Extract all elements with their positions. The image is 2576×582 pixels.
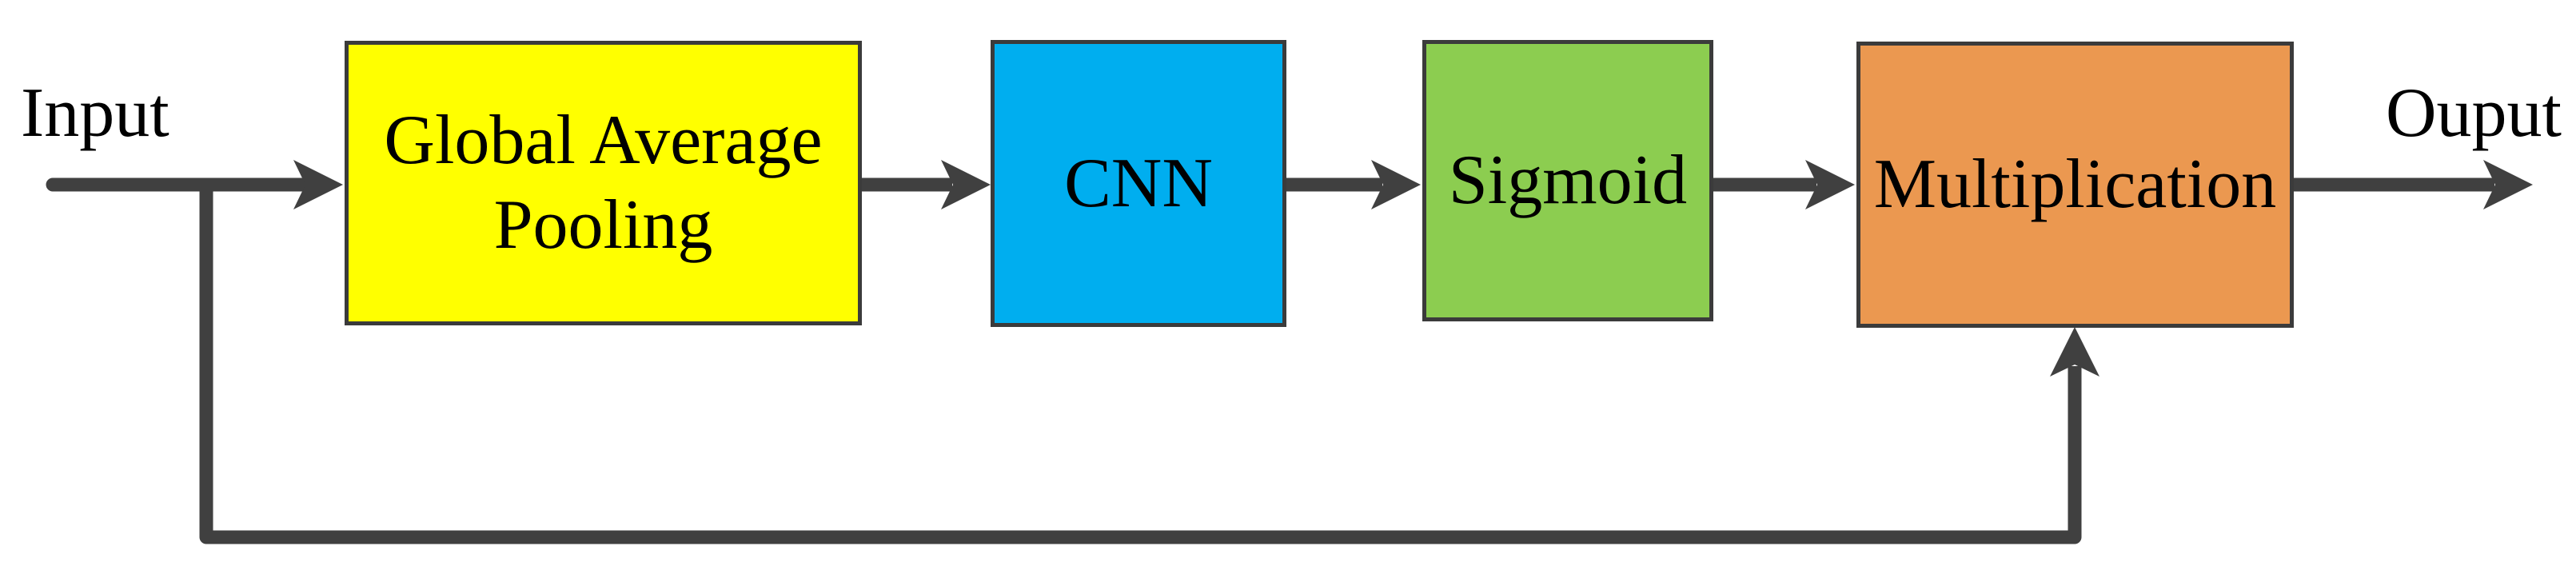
- output-label: Ouput: [2386, 74, 2562, 152]
- block-cnn: CNN: [991, 40, 1286, 327]
- arrow-sigmoid-to-mult: [1713, 160, 1855, 209]
- block-sigmoid: Sigmoid: [1422, 40, 1713, 321]
- skip-connection-arrowhead: [2050, 327, 2099, 377]
- block-label: Sigmoid: [1448, 142, 1688, 220]
- arrowhead: [941, 160, 991, 209]
- block-label: Global Average Pooling: [384, 102, 823, 264]
- input-arrow: [46, 160, 343, 209]
- output-arrow: [2294, 160, 2533, 209]
- skip-connection: [199, 185, 2099, 544]
- input-label: Input: [21, 74, 169, 152]
- skip-connection-path: [199, 185, 2082, 544]
- block-label: CNN: [1064, 144, 1213, 222]
- block-multiplication: Multiplication: [1856, 42, 2294, 328]
- block-label: Multiplication: [1873, 146, 2277, 224]
- arrow-gap-to-cnn: [862, 160, 991, 209]
- arrow-cnn-to-sigmoid: [1286, 160, 1421, 209]
- input-arrowhead: [293, 160, 343, 209]
- arrowhead: [1805, 160, 1855, 209]
- block-global-average-pooling: Global Average Pooling: [345, 41, 862, 325]
- output-arrowhead: [2483, 160, 2533, 209]
- arrowhead: [1371, 160, 1421, 209]
